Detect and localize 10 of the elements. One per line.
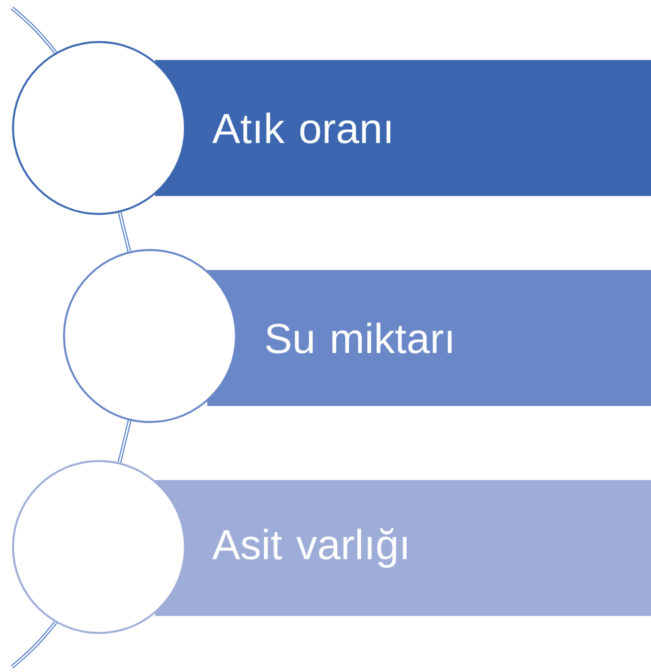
circle-shape: [12, 460, 186, 634]
curved-line: [10, 621, 57, 668]
circle-shape: [12, 41, 186, 215]
list-bar: Asit varlığı: [155, 480, 651, 616]
list-bar: Su miktarı: [207, 270, 651, 406]
curved-line: [118, 420, 132, 463]
curved-line: [118, 212, 132, 252]
circle-shape: [63, 249, 237, 423]
list-bar: Atık oranı: [155, 60, 651, 196]
curved-line: [10, 6, 57, 54]
